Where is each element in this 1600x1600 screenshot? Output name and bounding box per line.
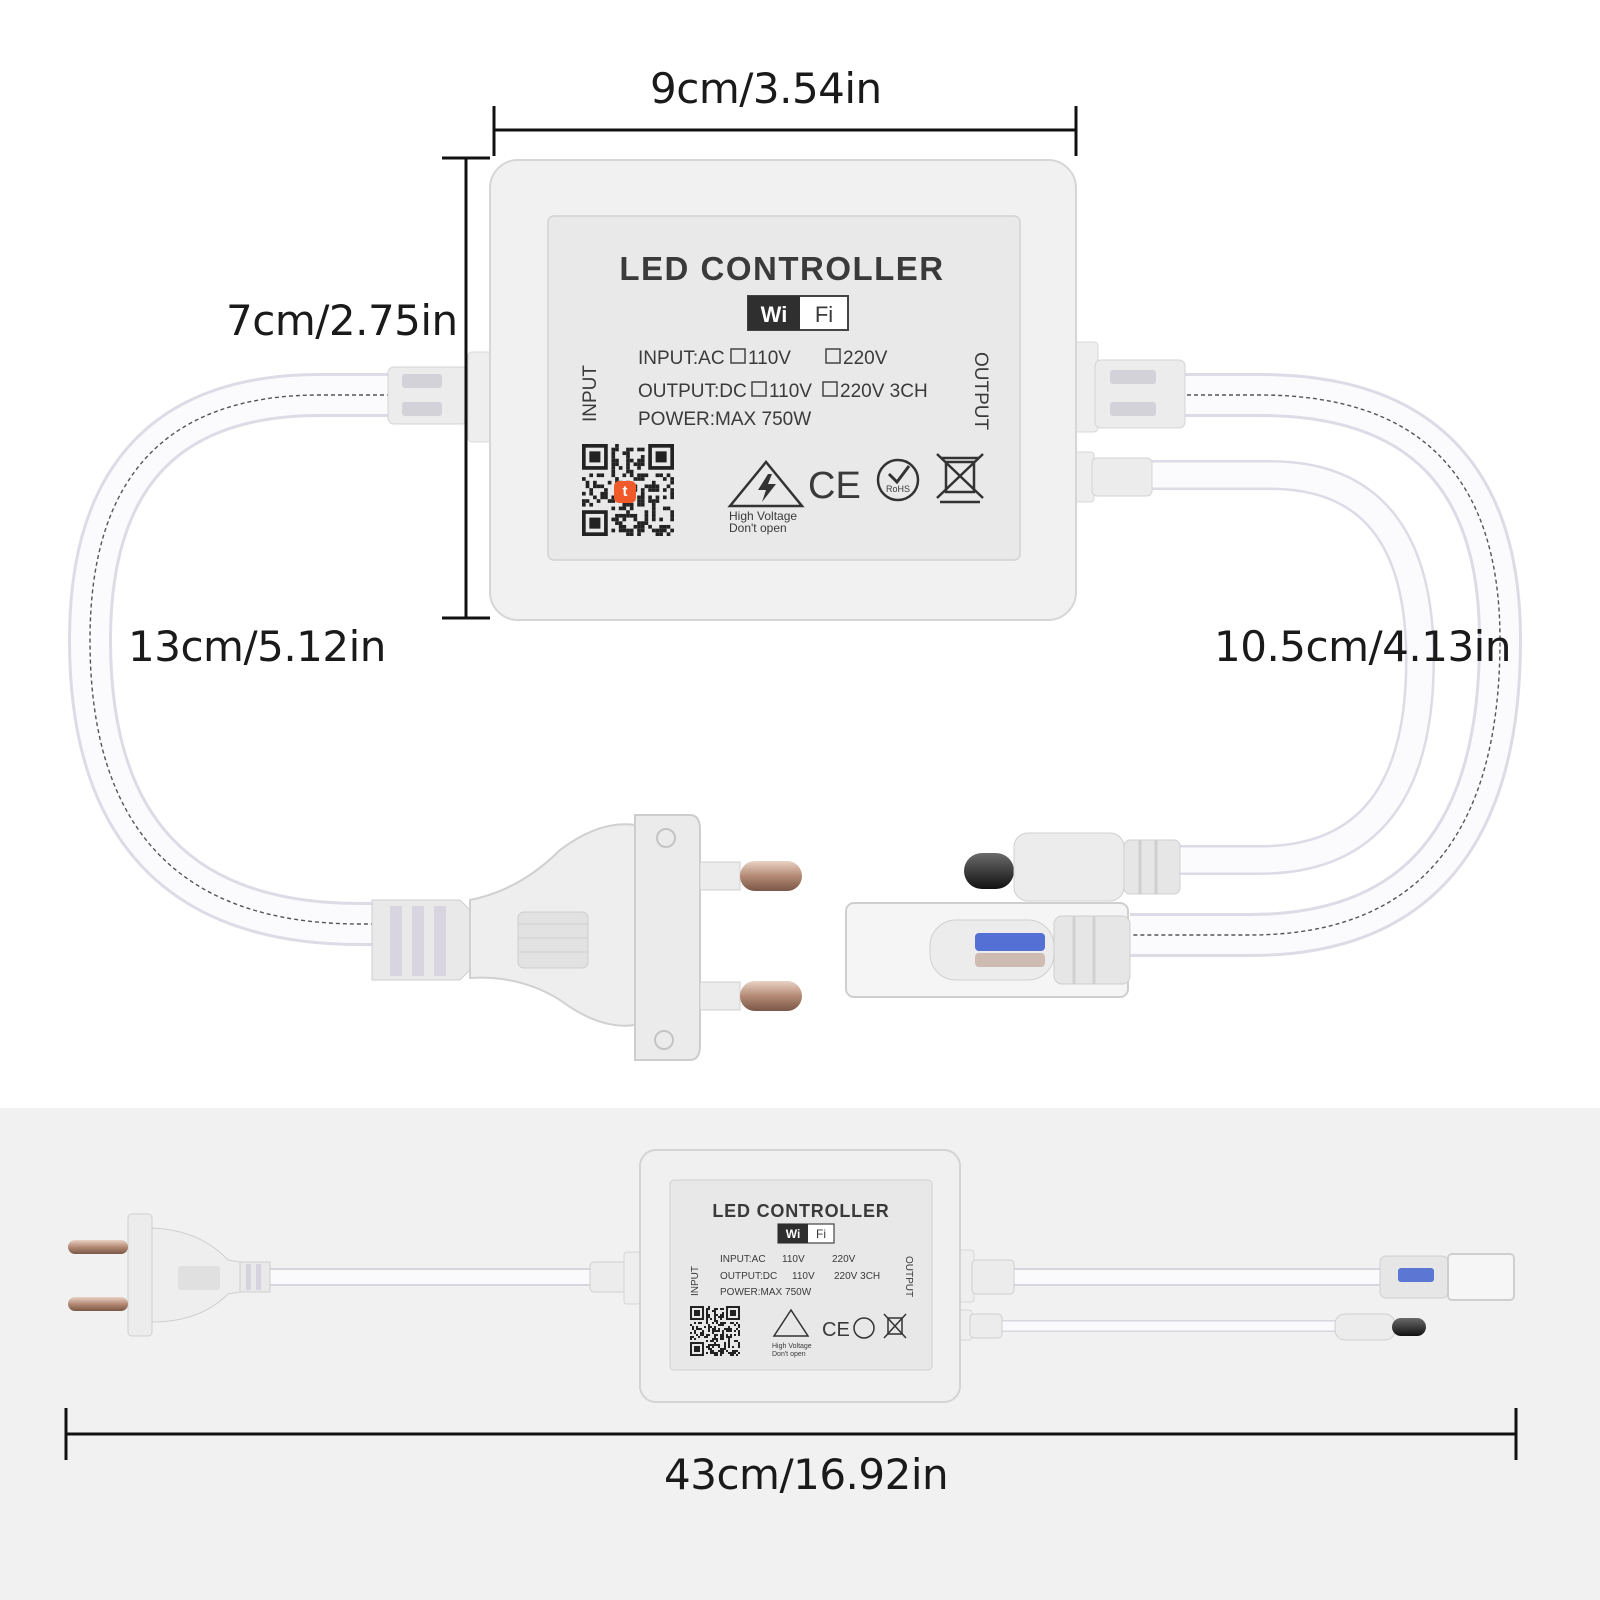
- small-output-110: 110V: [792, 1271, 815, 1282]
- small-wifi-badge: Wi Fi: [777, 1223, 835, 1244]
- controller-title: LED CONTROLLER: [619, 250, 944, 287]
- input-ac-label: INPUT:AC: [638, 348, 725, 369]
- checkbox-220-in: [825, 348, 841, 364]
- small-wifi-right: Fi: [816, 1227, 826, 1241]
- output-cable-length-label: 10.5cm/4.13in: [1214, 622, 1511, 671]
- small-warning-line1: High Voltage: [772, 1343, 812, 1350]
- bottom-product: [68, 1149, 1515, 1403]
- small-side-output: OUTPUT: [903, 1256, 914, 1297]
- small-ce-mark: CE: [822, 1319, 850, 1341]
- rohs-icon: RoHS: [876, 458, 920, 502]
- output-grommet: [1073, 341, 1186, 503]
- input-110-label: 110V: [748, 348, 791, 369]
- total-length-dimension-line: [64, 1408, 1518, 1460]
- small-warning-icon: High Voltage Don't open: [772, 1308, 812, 1358]
- rohs-text: RoHS: [886, 484, 910, 494]
- width-dimension-label: 9cm/3.54in: [650, 64, 882, 113]
- width-dimension-line: [492, 106, 1078, 156]
- output-110-label: 110V: [769, 381, 812, 402]
- small-output-220: 220V 3CH: [834, 1271, 880, 1282]
- side-input-label: INPUT: [580, 365, 601, 422]
- side-output-label: OUTPUT: [970, 352, 991, 431]
- small-output-dc: OUTPUT:DC: [720, 1271, 777, 1282]
- output-cable-outer: [1130, 373, 1523, 957]
- small-wifi-left: Wi: [786, 1227, 801, 1241]
- small-input-ac: INPUT:AC: [720, 1254, 766, 1265]
- height-dimension-line: [442, 156, 490, 620]
- small-side-input: INPUT: [690, 1266, 701, 1296]
- high-voltage-warning-icon: High Voltage Don't open: [727, 460, 805, 535]
- input-cable: [67, 373, 420, 946]
- eu-plug-icon: [371, 814, 802, 1061]
- height-dimension-label: 7cm/2.75in: [226, 296, 458, 345]
- checkbox-110-in: [730, 348, 746, 364]
- small-input-220: 220V: [832, 1254, 856, 1265]
- input-cable-length-label: 13cm/5.12in: [128, 622, 386, 671]
- small-rohs-icon: [853, 1317, 875, 1339]
- small-power: POWER:MAX 750W: [720, 1287, 812, 1298]
- small-warning-line2: Don't open: [772, 1351, 806, 1358]
- output-cable-inner: [1150, 460, 1436, 875]
- ce-mark-icon: CE: [808, 465, 861, 507]
- input-grommet: [387, 351, 493, 443]
- warning-line1: High Voltage: [729, 509, 797, 523]
- checkbox-220-out: [822, 381, 838, 397]
- qr-code-icon: [582, 444, 674, 536]
- wifi-left-text: Wi: [761, 302, 788, 327]
- input-220-label: 220V: [843, 348, 888, 369]
- total-length-label: 43cm/16.92in: [664, 1450, 949, 1499]
- wifi-badge: Wi Fi: [747, 295, 849, 331]
- small-input-110: 110V: [782, 1254, 805, 1265]
- output-220-label: 220V 3CH: [840, 381, 928, 402]
- small-qr-code-icon: [690, 1306, 740, 1356]
- dc-connector-icon: [964, 832, 1181, 902]
- wifi-right-text: Fi: [815, 302, 833, 327]
- output-dc-label: OUTPUT:DC: [638, 381, 747, 402]
- small-weee-bin-icon: [883, 1313, 907, 1339]
- checkbox-110-out: [751, 381, 767, 397]
- strip-connector-icon: [845, 902, 1131, 998]
- weee-bin-icon: [936, 453, 984, 504]
- power-label: POWER:MAX 750W: [638, 409, 811, 430]
- app-badge-icon: t: [614, 481, 636, 503]
- warning-line2: Don't open: [729, 521, 787, 535]
- small-controller-title: LED CONTROLLER: [712, 1201, 889, 1221]
